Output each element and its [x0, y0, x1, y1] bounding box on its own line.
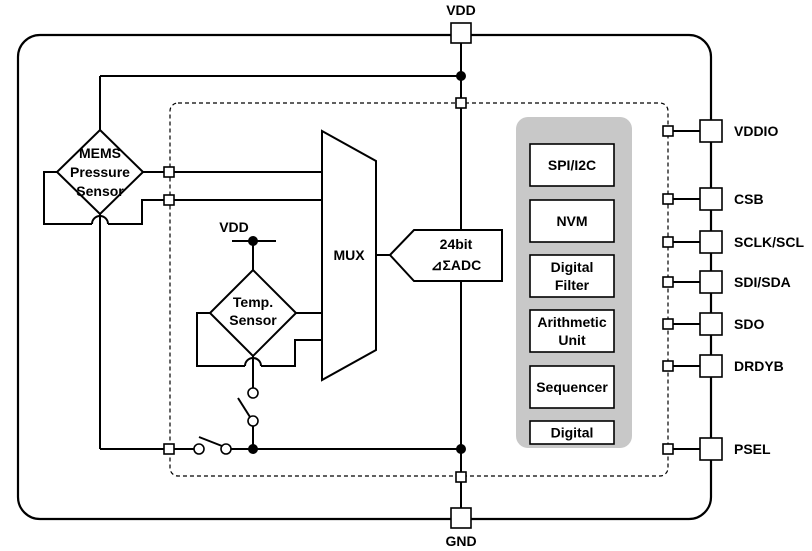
- pin-sdo-label: SDO: [734, 316, 764, 332]
- pin-csb-label: CSB: [734, 191, 764, 207]
- digital-block-label-1: Digital: [551, 425, 594, 441]
- bottom-switch-contact-b: [220, 443, 232, 455]
- mems-out-plus-pad: [163, 166, 175, 178]
- mems-label-1: MEMS: [79, 145, 121, 161]
- pin-sdo: SDO: [662, 312, 764, 336]
- temp-label-1: Temp.: [233, 294, 273, 310]
- pin-drdyb: DRDYB: [662, 354, 784, 378]
- temp-switch-contact-a: [247, 387, 259, 399]
- right-pin-group: VDDIO CSB SCLK/SCL SDI/SDA SDO DRDYB PSEL: [662, 119, 804, 461]
- nvm-block: NVM: [529, 199, 615, 243]
- mems-label-2: Pressure: [70, 164, 130, 180]
- mux-label: MUX: [333, 247, 365, 263]
- die-boundary: [169, 102, 669, 477]
- mux-block: [321, 129, 377, 382]
- pin-csb: CSB: [662, 187, 764, 211]
- mems-out-minus-pad: [163, 194, 175, 206]
- adc-block: [388, 229, 503, 282]
- nvm-block-label-1: NVM: [556, 213, 587, 229]
- gnd-pin-label: GND: [445, 533, 476, 549]
- bottom-switch-blade: [198, 436, 223, 447]
- spi-i2c-block-label-1: SPI/I2C: [548, 157, 596, 173]
- pin-sdi-sda: SDI/SDA: [662, 270, 791, 294]
- adc-label-1: 24bit: [440, 236, 473, 252]
- pin-vddio-label: VDDIO: [734, 123, 778, 139]
- sequencer-block-label-1: Sequencer: [536, 379, 608, 395]
- temp-label-2: Sensor: [229, 312, 277, 328]
- ground-bus-pad: [163, 443, 175, 455]
- pin-psel-label: PSEL: [734, 441, 771, 457]
- pin-drdyb-label: DRDYB: [734, 358, 784, 374]
- temp-out-minus: [261, 339, 322, 367]
- mems-out-minus: [108, 199, 164, 225]
- pin-sclk-scl-label: SCLK/SCL: [734, 234, 804, 250]
- adc-label-2: ⊿ΣADC: [431, 257, 481, 273]
- gnd-inner-pad: [455, 471, 467, 483]
- arithmetic-unit-block-label-1: Arithmetic: [537, 314, 606, 330]
- pin-vddio: VDDIO: [662, 119, 778, 143]
- temp-switch-contact-b: [247, 415, 259, 427]
- mems-label-3: Sensor: [76, 183, 124, 199]
- spi-i2c-block: SPI/I2C: [529, 143, 615, 187]
- bottom-switch-contact-a: [193, 443, 205, 455]
- gnd-pin-pad: [450, 507, 472, 529]
- vdd-pin-label: VDD: [446, 2, 476, 18]
- pin-psel: PSEL: [662, 437, 771, 461]
- digital-filter-block-label-1: Digital: [551, 259, 594, 275]
- pin-sdi-sda-label: SDI/SDA: [734, 274, 791, 290]
- temp-bridge-left-loop: [196, 312, 245, 367]
- digital-core-blocks: SPI/I2CNVMDigitalFilterArithmeticUnitSeq…: [529, 143, 615, 445]
- mems-bridge-left-loop: [43, 171, 92, 225]
- digital-block: Digital: [529, 420, 615, 445]
- vdd-inner-pad: [455, 97, 467, 109]
- pin-sclk-scl: SCLK/SCL: [662, 230, 804, 254]
- sequencer-block: Sequencer: [529, 365, 615, 409]
- arithmetic-unit-block-label-2: Unit: [558, 332, 586, 348]
- temp-switch-blade: [237, 397, 251, 418]
- digital-filter-block-label-2: Filter: [555, 277, 590, 293]
- temp-vdd-label: VDD: [219, 219, 249, 235]
- vdd-pin-pad: [450, 22, 472, 44]
